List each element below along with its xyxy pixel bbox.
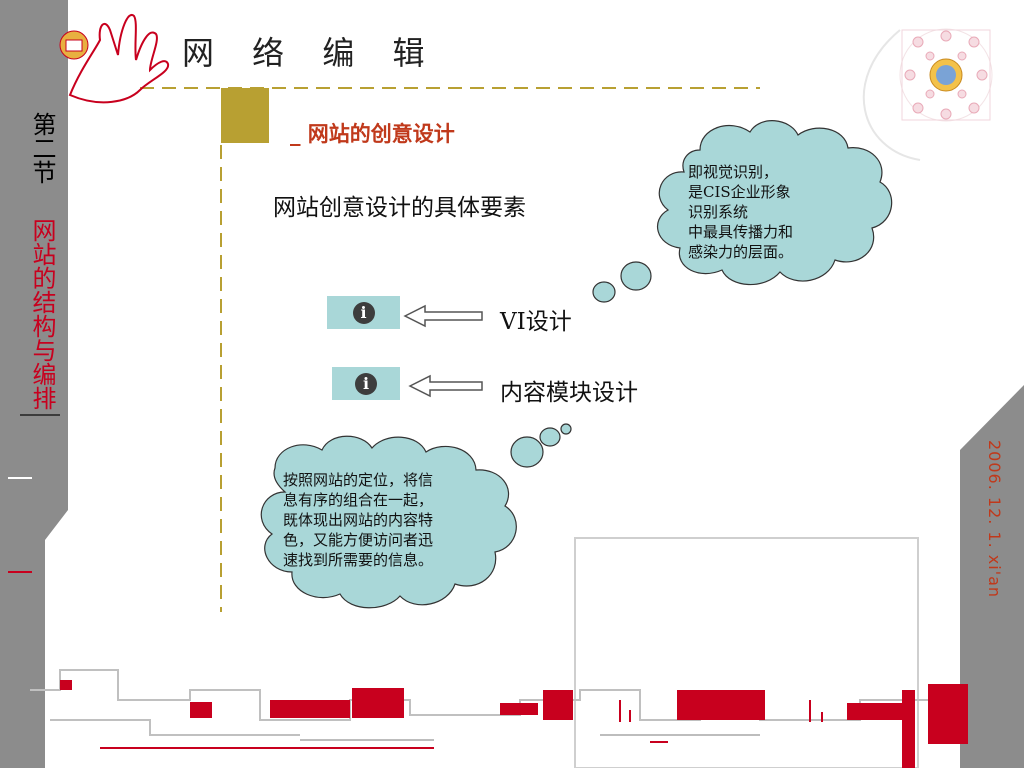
slide-heading: 网站创意设计的具体要素 <box>273 195 526 221</box>
info-button-vi[interactable]: i <box>327 296 400 329</box>
callout-line: 息有序的组合在一起， <box>283 491 434 509</box>
item-label-vi: VI设计 <box>500 309 572 335</box>
callout-line: 按照网站的定位，将信 <box>283 471 434 489</box>
section-number: 第二节 <box>28 112 56 184</box>
callout-line: 中最具传播力和 <box>688 223 794 241</box>
callout-vi: 即视觉识别， 是CIS企业形象 识别系统 中最具传播力和 感染力的层面。 <box>688 162 848 262</box>
callout-line: 即视觉识别， <box>688 163 779 181</box>
section-title: 网站的结构与编排 <box>28 218 56 410</box>
info-icon: i <box>355 372 377 395</box>
callout-line: 感染力的层面。 <box>688 243 794 261</box>
info-icon: i <box>352 301 375 324</box>
date-label: 2006. 12. 1. xi'an <box>985 440 1004 599</box>
callout-content: 按照网站的定位，将信 息有序的组合在一起， 既体现出网站的内容特 色，又能方便访… <box>283 470 493 570</box>
callout-line: 色，又能方便访问者迅 <box>283 531 434 549</box>
callout-line: 是CIS企业形象 <box>688 183 791 201</box>
slide-subtitle: _ 网站的创意设计 <box>290 121 455 146</box>
header-title: 网 络 编 辑 <box>182 34 439 72</box>
callout-line: 识别系统 <box>688 203 749 221</box>
item-label-content: 内容模块设计 <box>500 380 638 406</box>
info-button-content[interactable]: i <box>332 367 400 400</box>
callout-line: 速找到所需要的信息。 <box>283 551 434 569</box>
callout-line: 既体现出网站的内容特 <box>283 511 434 529</box>
